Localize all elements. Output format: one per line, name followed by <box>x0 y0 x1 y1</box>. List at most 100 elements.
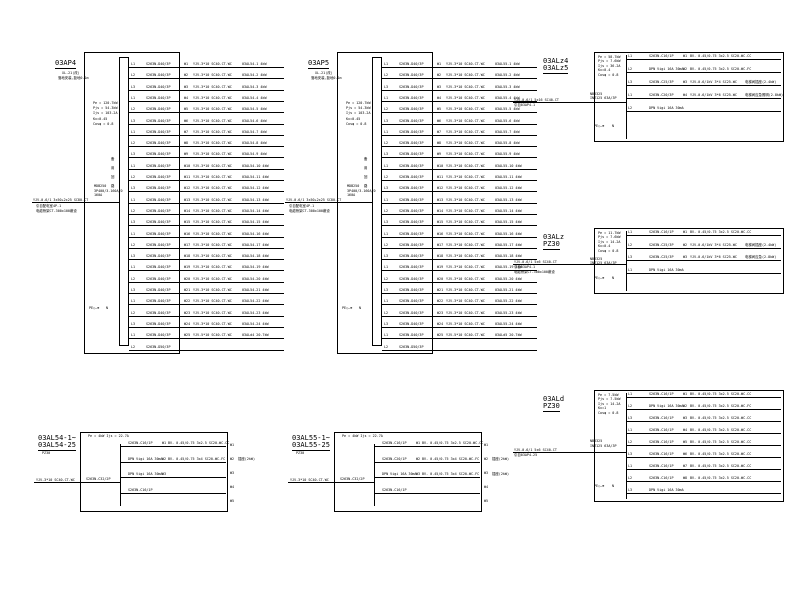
ap5-circuit-destination: 03AL55-23 4kW <box>495 310 522 315</box>
alz-bus-bar <box>626 231 627 291</box>
ap4-circuit-line <box>129 338 284 340</box>
ap5-circuit-number: W7 <box>437 129 442 134</box>
al55-circuit-line <box>374 477 480 478</box>
ap5-circuit-cable: YJV-3*10 SC40-CT.WC <box>446 118 485 123</box>
ap5-circuit-cable: YJV-3*10 SC40-CT.WC <box>446 276 485 281</box>
al55-subtitle: PZ30 <box>296 451 305 455</box>
ap4-circuit-line <box>129 134 284 136</box>
ap5-circuit-destination: 03AL55-18 4kW <box>495 254 522 259</box>
ap4-circuit-phase: L2 <box>131 141 136 146</box>
ap4-circuit-cable: YJV-3*10 SC40-CT.WC <box>193 84 232 89</box>
ap5-circuit-cable: YJV-3*10 SC40-CT.WC <box>446 163 485 168</box>
ap4-circuit-line <box>129 281 284 283</box>
ald-circuit-breaker: S263N-C16/1P <box>649 464 674 468</box>
alz-circuit-line <box>626 247 781 249</box>
al55-circuit-breaker: S263N-C16/1P <box>382 441 407 445</box>
ap4-circuit-phase: L2 <box>131 344 136 349</box>
ap4-circuit-breaker: S263N-D40/3P <box>146 254 171 259</box>
al54-circuit-breaker: DPN Vigi 16A 30mA <box>128 456 163 461</box>
ap4-circuit-line <box>129 146 284 148</box>
ap5-circuit-destination: 03AL55-17 4kW <box>495 242 522 247</box>
ald-circuit-line <box>626 409 781 410</box>
ald-param: Cosφ = 0.8 <box>598 410 619 415</box>
alz-circuit-line <box>626 272 781 274</box>
alz-circuit-phase: L2 <box>628 242 633 247</box>
ap5-circuit-destination: 03AL55-9 4kW <box>495 152 520 157</box>
ap4-circuit-number: W24 <box>184 321 191 326</box>
ap5-circuit-destination: 03AL55-1 4kW <box>495 62 520 66</box>
alz4-circuit-number: W2 <box>683 67 688 71</box>
ap5-circuit-cable: YJV-3*10 SC40-CT.WC <box>446 95 485 100</box>
ap5-circuit-line <box>382 67 537 68</box>
ap4-circuit-breaker: S263N-D40/3P <box>146 73 171 78</box>
al54-circuit-cable: BV- 0.45/0.75 3x2.5 SC20-WC.CC <box>168 441 230 445</box>
ap4-circuit-destination: 03AL54-16 4kW <box>242 231 269 236</box>
ap5-circuit-cable: YJV-3*10 SC40-CT.WC <box>446 310 485 315</box>
ap4-circuit-phase: L2 <box>131 73 136 78</box>
ap4-circuit-breaker: S263N-D40/3P <box>146 208 171 213</box>
ap5-circuit-number: W21 <box>437 288 444 292</box>
ap5-circuit-line <box>382 134 537 136</box>
ald-circuit-breaker: S263N-C16/1P <box>649 476 674 480</box>
ap5-circuit-cable: YJV-3*10 SC40-CT.WC <box>446 107 485 112</box>
ap5-circuit-breaker: S263N-D40/3P <box>399 129 424 134</box>
ald-circuit-phase: L3 <box>628 416 633 420</box>
ald-circuit-cable: BV- 0.45/0.75 3x2.5 SC20-WC.CC <box>690 428 752 432</box>
alz4-incoming-line <box>513 101 626 103</box>
ap4-circuit-line <box>129 225 284 227</box>
al54-circuit-number: W3 <box>162 472 167 476</box>
ap5-circuit-cable: YJV-3*10 SC40-CT.WC <box>446 175 485 179</box>
ap5-circuit-number: W23 <box>437 310 444 315</box>
alz-circuit-breaker: S263N-C25/3P <box>649 242 674 247</box>
alz-circuit-number: W1 <box>683 230 688 234</box>
ap5-bus-bar <box>372 57 382 346</box>
ap5-circuit-cable: YJV-3*10 SC40-CT.WC <box>446 62 485 66</box>
al54-circuit-breaker: DPN Vigi 16A 30mA <box>128 472 163 476</box>
ap5-circuit-line <box>382 191 537 193</box>
ap5-circuit-line <box>382 281 537 283</box>
al54-side-label: W2 <box>230 457 235 461</box>
alz-pe-label: PE○—⊕ <box>594 276 605 280</box>
ap5-circuit-number: W13 <box>437 197 444 202</box>
al54-panel-frame <box>80 432 228 512</box>
ap4-circuit-cable: YJV-3*10 SC40-CT.WC <box>193 197 232 202</box>
ald-circuit-line <box>626 457 781 458</box>
ap5-circuit-number: W4 <box>437 95 442 100</box>
ald-circuit-cable: BV- 0.45/0.75 3x2.5 SC20-WC.CC <box>690 440 752 444</box>
ap4-circuit-number: W3 <box>184 84 189 89</box>
al55-side-label: W2 <box>484 457 489 461</box>
ap4-circuit-cable: YJV-3*10 SC40-CT.WC <box>193 254 232 259</box>
ald-circuit-number: W4 <box>683 428 688 432</box>
ap4-circuit-breaker: S263N-D40/3P <box>146 175 171 179</box>
ap4-circuit-line <box>129 326 284 328</box>
alz-circuit-breaker: S263N-C16/1P <box>649 230 674 234</box>
ap5-circuit-destination: 03AL55-7 4kW <box>495 129 520 134</box>
ap5-circuit-breaker: S263N-D40/3P <box>399 95 424 100</box>
ap5-circuit-phase: L2 <box>384 107 389 112</box>
al55-circuit-number: W3 <box>416 472 421 476</box>
ap4-circuit-destination: 03ALd4 20.7kW <box>242 333 269 338</box>
alz4-circuit-number: W4 <box>683 93 688 97</box>
ap5-vertical-label: 用 <box>364 166 368 170</box>
ald-param: Pe = 7.5kW <box>598 393 619 397</box>
ap5-circuit-number: W18 <box>437 254 444 259</box>
alz4-title: 03ALz5 <box>543 64 569 74</box>
ap4-circuit-line <box>129 259 284 261</box>
ap4-circuit-phase: L1 <box>131 95 136 100</box>
ap5-circuit-phase: L2 <box>384 276 389 281</box>
ap4-circuit-phase: L3 <box>131 118 136 123</box>
ap4-circuit-line <box>129 202 284 204</box>
ap4-circuit-number: W8 <box>184 141 189 146</box>
ap5-circuit-phase: L2 <box>384 141 389 146</box>
ald-circuit-line <box>626 481 781 482</box>
ap4-main-breaker-text: 3P400/3-160A/0 <box>94 188 123 193</box>
ap5-circuit-phase: L2 <box>384 310 389 315</box>
ap5-circuit-phase: L3 <box>384 220 389 225</box>
ap5-circuit-cable: YJV-3*10 SC40-CT.WC <box>446 288 485 292</box>
ap4-circuit-breaker: S263N-D40/3P <box>146 276 171 281</box>
ap4-title: 03AP4 <box>55 59 77 69</box>
ap4-circuit-number: W1 <box>184 62 189 66</box>
al54-circuit-line <box>120 446 226 447</box>
ap5-circuit-line <box>382 338 537 340</box>
